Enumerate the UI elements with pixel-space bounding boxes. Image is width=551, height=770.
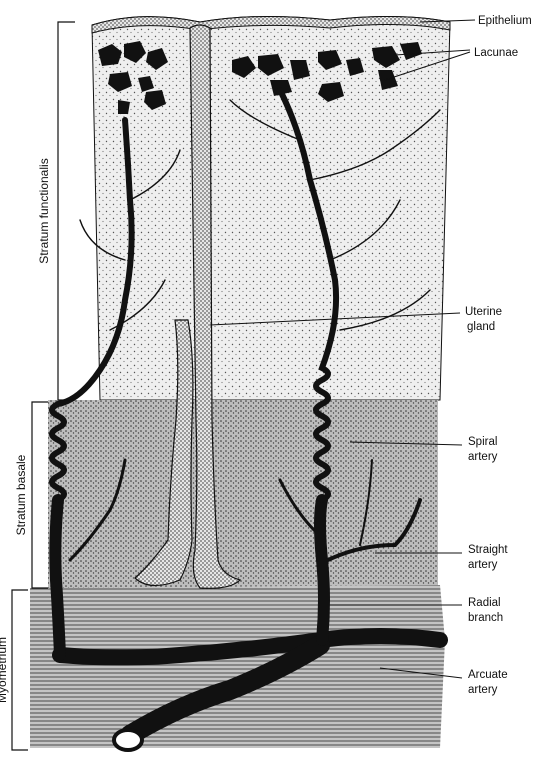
- label-stratum-basale: Stratum basale: [14, 454, 28, 535]
- myometrium-bracket: [12, 590, 28, 750]
- label-epithelium: Epithelium: [478, 15, 532, 27]
- label-uterine-gland-line1: Uterine: [465, 306, 502, 318]
- label-spiral-artery-line1: Spiral: [468, 436, 497, 448]
- label-myometrium: Myometrium: [0, 637, 9, 703]
- radial-branch-right: [320, 500, 324, 640]
- label-uterine-gland-line2: gland: [467, 321, 495, 333]
- stratum-basale-region: [48, 400, 438, 588]
- label-arcuate-artery-line1: Arcuate: [468, 669, 508, 681]
- stratum-functionalis-bracket: [58, 22, 75, 400]
- arcuate-artery-cross-section: [114, 730, 142, 750]
- label-radial-branch-line2: branch: [468, 612, 503, 624]
- label-arcuate-artery-line2: artery: [468, 684, 498, 696]
- lacuna: [118, 100, 130, 114]
- label-radial-branch-line1: Radial: [468, 597, 501, 609]
- label-spiral-artery-line2: artery: [468, 451, 498, 463]
- myometrium-region: [30, 585, 445, 748]
- label-stratum-functionalis: Stratum functionalis: [37, 158, 51, 263]
- label-straight-artery-line1: Straight: [468, 544, 508, 556]
- structure-labels: Epithelium Lacunae Uterine gland Spiral …: [465, 15, 532, 696]
- label-straight-artery-line2: artery: [468, 559, 498, 571]
- stratum-basale-bracket: [32, 402, 48, 588]
- radial-branch-left: [55, 500, 60, 655]
- label-lacunae: Lacunae: [474, 47, 518, 59]
